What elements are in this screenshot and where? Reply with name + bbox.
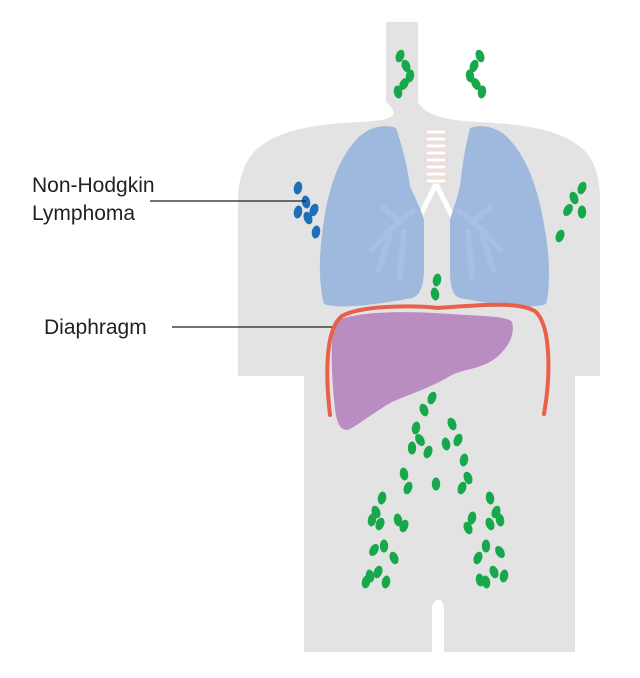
- nhl-label-line2: Lymphoma: [32, 202, 135, 225]
- lymph-node: [489, 565, 499, 579]
- bronchi-stem: [417, 182, 455, 218]
- trachea: [417, 129, 455, 218]
- lymph-node: [399, 467, 409, 481]
- bronchial-tree: [369, 205, 503, 279]
- trachea-ring: [425, 150, 447, 156]
- lymph-node: [477, 85, 487, 99]
- lymph-node: [441, 437, 451, 451]
- lymph-nodes: [293, 49, 587, 589]
- bronchus-branch: [369, 207, 417, 253]
- lymph-node: [415, 433, 425, 447]
- lymph-node: [473, 551, 483, 565]
- lymph-node: [431, 477, 441, 491]
- affected-lymph-node: [303, 211, 313, 225]
- lymph-node: [471, 77, 481, 91]
- trachea-ring: [425, 171, 447, 177]
- lymph-node: [361, 575, 371, 589]
- lymph-node: [423, 445, 433, 459]
- lymph-node: [495, 545, 505, 559]
- trachea-ring: [425, 129, 447, 135]
- lymph-node: [577, 181, 587, 195]
- diaphragm-label: Diaphragm: [44, 316, 147, 339]
- lymph-node: [379, 539, 389, 553]
- lymph-node: [373, 565, 383, 579]
- lymph-node: [485, 517, 495, 531]
- lymph-node: [453, 433, 463, 447]
- lymph-node: [389, 551, 399, 565]
- nhl-label-line1: Non-Hodgkin: [32, 174, 155, 197]
- lymph-node: [403, 481, 413, 495]
- lymph-node: [469, 59, 479, 73]
- right-lung: [450, 126, 549, 307]
- lymph-node: [411, 421, 421, 435]
- lymph-node: [485, 491, 495, 505]
- lymph-node: [399, 519, 409, 533]
- liver: [331, 312, 513, 430]
- bronchus-branch: [375, 233, 393, 273]
- lymph-node: [577, 205, 587, 219]
- lymph-node: [457, 481, 467, 495]
- lymph-node: [430, 287, 440, 301]
- lymph-node: [432, 273, 442, 287]
- affected-lymph-node: [293, 181, 303, 195]
- trachea-ring: [425, 157, 447, 163]
- trachea-ring: [425, 143, 447, 149]
- lymph-node: [401, 59, 411, 73]
- lymph-node: [427, 391, 437, 405]
- trachea-ring: [425, 164, 447, 170]
- lymph-node: [463, 521, 473, 535]
- lymph-node: [555, 229, 565, 243]
- bronchus-branch: [455, 207, 503, 253]
- lymph-node: [393, 513, 403, 527]
- lymph-node: [467, 511, 477, 525]
- lymph-node: [563, 203, 573, 217]
- lymph-node: [419, 403, 429, 417]
- lymph-node: [367, 513, 377, 527]
- lymph-node: [407, 441, 417, 455]
- lymph-node: [377, 491, 387, 505]
- lymph-node: [463, 471, 473, 485]
- lymph-node: [369, 543, 379, 557]
- bronchus-branch: [469, 205, 493, 225]
- affected-lymph-node: [309, 203, 319, 217]
- lymph-node: [375, 517, 385, 531]
- lymph-node: [381, 575, 391, 589]
- lymph-node: [481, 539, 491, 553]
- lymph-node: [393, 85, 403, 99]
- diaphragm: [325, 302, 551, 417]
- bronchus-branch: [465, 229, 475, 279]
- left-lung: [319, 126, 424, 307]
- affected-lymph-node: [301, 195, 311, 209]
- lymph-node: [399, 77, 409, 91]
- affected-lymph-node: [311, 225, 321, 239]
- affected-lymph-node: [293, 205, 303, 219]
- lymph-node: [475, 573, 485, 587]
- lymph-node: [475, 49, 485, 63]
- lymph-node: [447, 417, 457, 431]
- trachea-ring: [425, 136, 447, 142]
- bronchus-branch: [479, 233, 497, 273]
- lymph-node: [495, 513, 505, 527]
- lymph-node: [395, 49, 405, 63]
- bronchus-branch: [381, 205, 403, 225]
- bronchus-branch: [397, 229, 407, 279]
- trachea-ring: [425, 178, 447, 184]
- lymph-node: [569, 191, 579, 205]
- lymph-node: [499, 569, 509, 583]
- lymph-node: [459, 453, 469, 467]
